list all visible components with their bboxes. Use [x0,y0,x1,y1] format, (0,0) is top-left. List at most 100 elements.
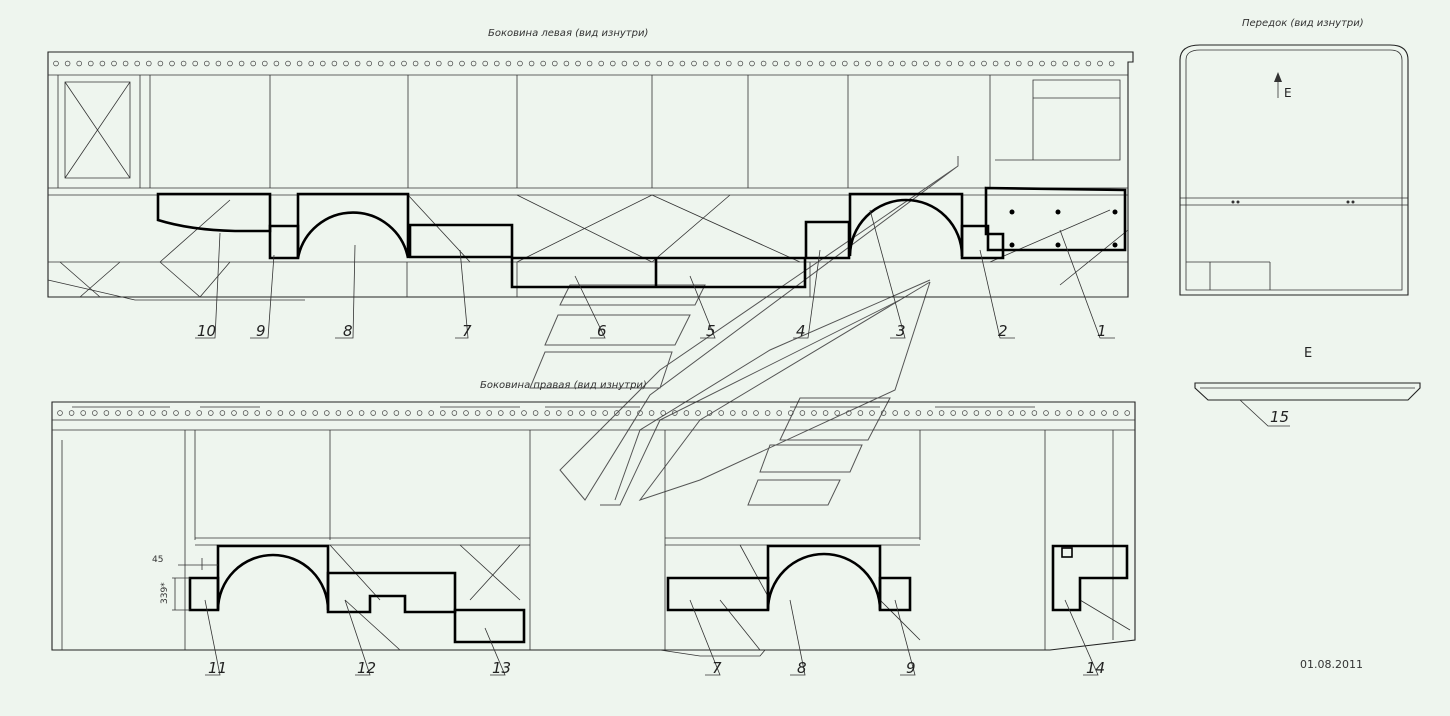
rivet [772,60,778,67]
rivet [401,60,407,67]
rivet [509,410,516,416]
rivet [1008,410,1014,416]
rivet [231,410,237,416]
rivet [354,60,361,67]
rivet [1085,60,1092,67]
watermark-logo [529,156,959,506]
part-number: 14 [1086,659,1106,677]
rivet [679,60,686,67]
rivet [853,60,860,67]
rivet [1062,60,1068,67]
rivet [115,410,121,416]
rivet [923,60,929,67]
rivet [134,60,140,67]
rivet [753,410,759,416]
rivet [169,60,175,67]
rivet [691,60,697,67]
rivet [405,410,411,416]
part-15-profile [1194,382,1421,427]
rivet [834,410,840,416]
rivet [625,410,632,416]
drawing-date: 01.08.2011 [1300,658,1363,671]
part-number: 8 [797,659,807,677]
rivet [428,410,434,416]
part-number: 9 [256,322,266,340]
rivet [1043,410,1049,416]
rivet [842,60,848,67]
rivet [463,410,469,416]
part-number: 5 [706,322,716,340]
rivet [122,60,129,67]
rivet [985,410,991,416]
rivet [324,410,330,416]
rivet [579,410,585,416]
rivet [737,60,744,67]
right-side-frame [51,401,1136,657]
rivet [830,60,836,67]
rivet [335,410,342,416]
rivet [544,410,550,416]
rivet [273,60,280,67]
rivet [250,60,256,67]
rivet [1101,410,1107,416]
rivet [412,60,419,67]
part-number: 8 [343,322,353,340]
rivet [517,60,523,67]
rivet [498,410,504,416]
rivet [552,60,558,67]
rivet [192,60,198,67]
rivet [180,60,187,67]
rivet [981,60,987,67]
view-label-e: E [1304,346,1313,361]
rivet [749,60,755,67]
rivet [962,410,968,416]
rivet [668,60,674,67]
rivet [799,410,806,416]
rivet [262,60,268,67]
leader-lines-top [195,209,1115,339]
rivet [347,410,353,416]
rivet [424,60,430,67]
rivet [973,410,980,416]
left-side-panels [156,186,1127,289]
part-number: 1 [1097,322,1107,340]
rivet [846,410,852,416]
rivet [1089,410,1096,416]
part-number: 9 [906,659,916,677]
rivet [602,410,608,416]
rivet [540,60,546,67]
rivet [532,410,539,416]
rivet [795,60,802,67]
rivet [289,410,295,416]
right-side-panels [172,544,1129,644]
rivet [447,60,454,67]
rivet [598,60,604,67]
rivet [146,60,152,67]
rivet [892,410,898,416]
rivet [880,410,887,416]
rivet [285,60,291,67]
rivet [393,410,400,416]
rivet [150,410,156,416]
dimension-width: 45 [152,555,164,565]
rivet [938,410,945,416]
right-side-title: Боковина правая (вид изнутри) [480,380,647,391]
rivet [1050,60,1057,67]
part-number: 7 [712,659,722,677]
rivet [1112,410,1119,416]
rivet [103,410,110,416]
rivet [969,60,976,67]
part-number: 4 [796,322,806,340]
rivet [818,60,825,67]
rivet [358,410,365,416]
part-number: 13 [492,659,512,677]
rivet [1074,60,1080,67]
rivet [1027,60,1034,67]
rivet [486,410,492,416]
rivet [869,410,875,416]
rivet [1004,60,1010,67]
rivet [1108,60,1115,67]
rivet [876,60,883,67]
rivet [64,60,71,67]
rivet [184,410,191,416]
